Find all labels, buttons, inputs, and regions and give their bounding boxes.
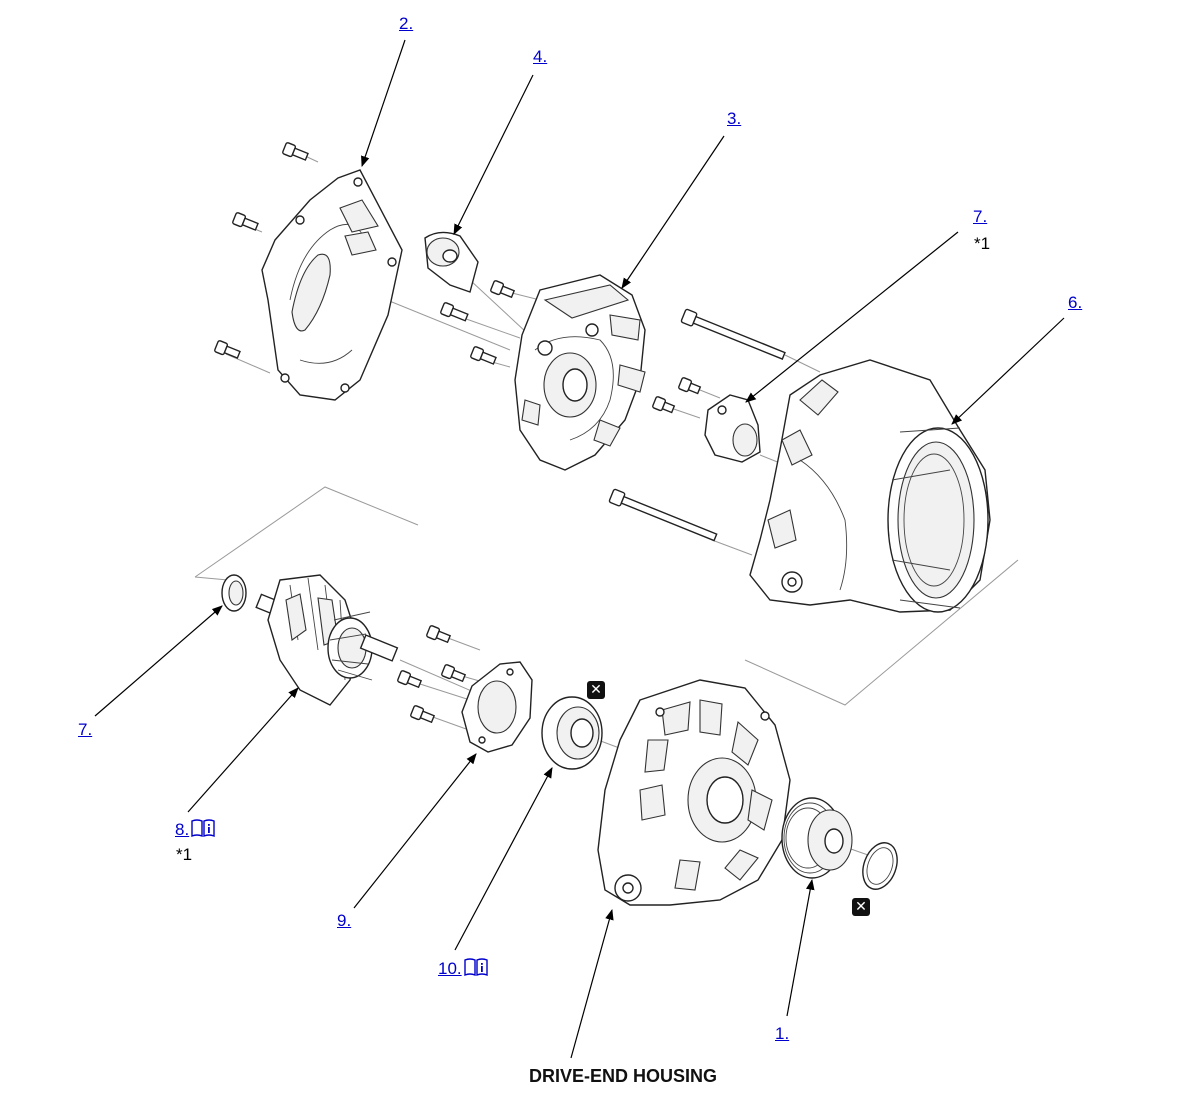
pulley-cap-ring — [862, 842, 898, 890]
callout-6[interactable]: 6. — [1068, 293, 1083, 312]
front-bearing — [541, 696, 603, 770]
rectifier-assembly — [514, 274, 646, 471]
drive-end-housing-caption: DRIVE-END HOUSING — [529, 1066, 718, 1086]
assembly-plane-outline — [194, 486, 1019, 706]
callout-1[interactable]: 1. — [775, 1024, 790, 1043]
callout-7-brush-holder[interactable]: 7. — [973, 207, 988, 226]
callout-2[interactable]: 2. — [399, 14, 414, 33]
footnote-marker-7: *1 — [974, 234, 991, 253]
book-info-icon — [463, 958, 488, 976]
leader-lines — [94, 39, 1065, 1059]
callout-8[interactable]: 8. — [175, 819, 215, 838]
rear-cover — [261, 169, 403, 401]
callout-9[interactable]: 9. — [337, 911, 352, 930]
rear-cover-bolts — [214, 142, 309, 359]
callout-10[interactable]: 10. — [438, 958, 488, 977]
book-info-icon — [191, 819, 215, 837]
rear-housing-stator — [749, 359, 991, 613]
x-square-icon: ✕ — [587, 681, 605, 699]
x-square-icon: ✕ — [852, 898, 870, 916]
callout-8-label: 8. — [175, 820, 190, 839]
bearing-plate — [461, 661, 533, 753]
callout-7-retainer[interactable]: 7. — [78, 720, 93, 739]
through-bolts — [608, 308, 786, 542]
regulator-bolts — [440, 280, 516, 365]
plate-bolts — [397, 625, 467, 724]
drive-end-housing — [597, 679, 791, 906]
callout-10-label: 10. — [438, 959, 462, 978]
brush-holder — [704, 394, 761, 463]
rotor — [255, 574, 399, 706]
callout-3[interactable]: 3. — [727, 109, 742, 128]
callout-4[interactable]: 4. — [533, 47, 548, 66]
footnote-marker-8: *1 — [176, 845, 193, 864]
retainer-ring — [221, 574, 247, 612]
pulley — [781, 797, 853, 879]
terminal-insulator — [424, 231, 479, 293]
